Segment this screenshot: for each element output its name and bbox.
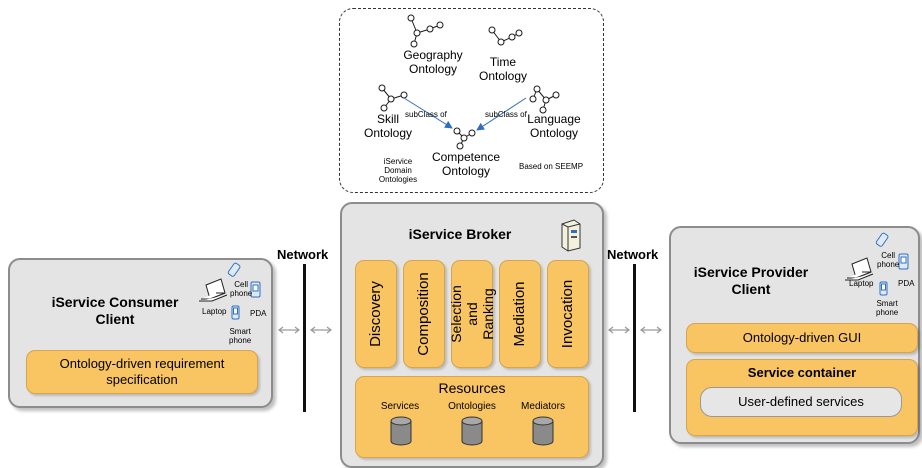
subclass-arrow-left	[403, 97, 453, 129]
database-icon	[390, 416, 412, 446]
consumer-smartphone-label: Smart phone	[229, 327, 252, 345]
module-mediation[interactable]: Mediation	[499, 260, 541, 368]
geography-ontology-label: Geography Ontology	[403, 48, 463, 76]
ontology-gui-box[interactable]: Ontology-driven GUI	[686, 323, 918, 353]
provider-client-panel: iService Provider Client Ontology-driven…	[669, 226, 920, 444]
bidirectional-arrow-icon	[640, 326, 662, 334]
smart-phone-icon	[879, 281, 888, 296]
competence-ontology-label: Competence Ontology	[431, 150, 501, 178]
resource-services-label: Services	[380, 401, 420, 412]
competence-graph-icon	[453, 127, 476, 150]
module-selection-ranking[interactable]: Selection and Ranking	[448, 260, 496, 368]
skill-graph-icon	[378, 84, 408, 112]
laptop-icon	[845, 257, 874, 281]
network-left-label: Network	[277, 247, 329, 262]
geography-graph-icon	[407, 14, 444, 48]
module-composition[interactable]: Composition	[403, 260, 445, 368]
service-container-box: Service container User-defined services	[686, 359, 918, 436]
consumer-pda-label: PDA	[250, 309, 267, 318]
time-graph-icon	[488, 26, 523, 46]
domain-ontologies-note: iService Domain Ontologies	[378, 157, 418, 184]
laptop-icon	[199, 278, 228, 302]
provider-pda-label: PDA	[898, 279, 915, 288]
consumer-requirement-box[interactable]: Ontology-driven requirement specificatio…	[26, 350, 258, 394]
provider-smartphone-label: Smart phone	[876, 299, 899, 317]
server-icon	[561, 219, 581, 252]
network-right-line	[633, 264, 636, 412]
consumer-laptop-label: Laptop	[202, 307, 227, 316]
service-container-title: Service container	[747, 365, 857, 380]
pda-icon	[250, 281, 261, 298]
resource-mediators-label: Mediators	[521, 401, 565, 412]
cell-phone-icon	[227, 262, 241, 277]
subclass-arrow-right	[476, 97, 527, 131]
broker-title: iService Broker	[408, 226, 512, 242]
bidirectional-arrow-icon	[608, 326, 630, 334]
language-graph-icon	[529, 85, 560, 114]
bidirectional-arrow-icon	[310, 326, 332, 334]
subclass-label-left: subClass of	[405, 110, 447, 119]
network-right-label: Network	[607, 247, 659, 262]
language-ontology-label: Language Ontology	[527, 112, 581, 140]
database-icon	[532, 416, 554, 446]
consumer-cellphone-label: Cell phone	[230, 280, 253, 298]
consumer-title: iService Consumer Client	[51, 294, 179, 327]
cell-phone-icon	[875, 232, 889, 247]
database-icon	[461, 416, 483, 446]
time-ontology-label: Time Ontology	[478, 55, 528, 83]
ontology-gui-label: Ontology-driven GUI	[742, 330, 862, 345]
module-invocation[interactable]: Invocation	[547, 260, 589, 368]
consumer-client-panel: iService Consumer Client Ontology-driven…	[8, 258, 273, 408]
module-discovery[interactable]: Discovery	[355, 260, 397, 368]
provider-cellphone-label: Cell phone	[877, 251, 900, 269]
resources-box: Resources Services Ontologies Mediators	[355, 376, 589, 458]
provider-title: iService Provider Client	[693, 264, 809, 297]
skill-ontology-label: Skill Ontology	[363, 112, 413, 140]
bidirectional-arrow-icon	[278, 326, 300, 334]
network-left-line	[303, 264, 306, 412]
provider-laptop-label: Laptop	[849, 279, 874, 288]
pda-icon	[898, 253, 909, 270]
broker-panel: iService Broker Discovery Composition Se…	[340, 202, 604, 468]
user-defined-services-box[interactable]: User-defined services	[700, 387, 902, 417]
resources-title: Resources	[438, 380, 506, 396]
subclass-label-right: subClass of	[485, 110, 527, 119]
consumer-requirement-label: Ontology-driven requirement specificatio…	[59, 356, 225, 387]
domain-ontologies-box	[339, 8, 604, 193]
resource-ontologies-label: Ontologies	[448, 401, 496, 412]
smart-phone-icon	[231, 305, 240, 320]
based-on-note: Based on SEEMP	[519, 162, 584, 171]
